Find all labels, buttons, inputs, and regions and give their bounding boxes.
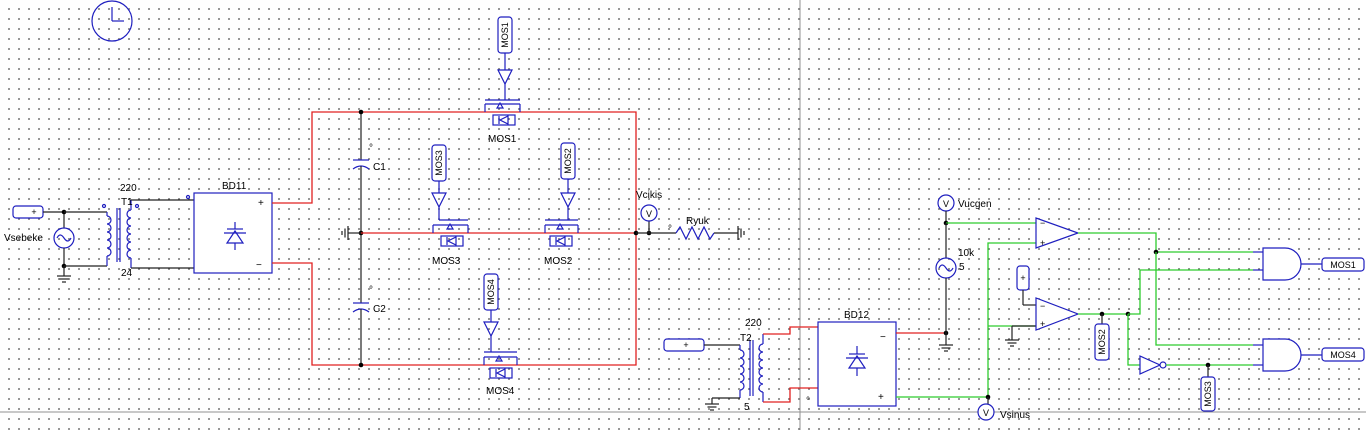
mosfet-mos2[interactable] — [544, 222, 579, 247]
svg-text:°: ° — [668, 224, 672, 235]
mos4-gate-tag: MOS4 — [486, 279, 496, 305]
bd11-minus: − — [256, 260, 262, 271]
comparator-1[interactable]: − + — [1035, 217, 1080, 249]
junction — [358, 362, 364, 368]
midpoint-ground — [341, 226, 361, 240]
plus-source-3[interactable]: + — [1016, 265, 1036, 306]
tag-mos1-output[interactable]: MOS1 — [1321, 257, 1365, 272]
svg-text:+: + — [1040, 319, 1045, 329]
t1-primary-label: 220 — [120, 183, 137, 194]
tag-mos4-output[interactable]: MOS4 — [1321, 347, 1365, 362]
gate-driver-mos3[interactable]: MOS3 — [431, 144, 468, 221]
mos1-label: MOS1 — [488, 134, 517, 145]
mos4-label: MOS4 — [486, 386, 515, 397]
bd12-label: BD12 — [844, 310, 869, 321]
bd12-plus: + — [878, 392, 884, 403]
tag-mos3-output[interactable]: MOS3 — [1200, 376, 1216, 412]
svg-text:°: ° — [369, 285, 373, 296]
transformer-t2[interactable] — [739, 334, 764, 402]
c2-label: C2 — [373, 304, 386, 315]
ground-symbol — [57, 266, 71, 283]
ryuk-label: Ryuk — [686, 216, 710, 227]
mosfet-mos1[interactable] — [484, 101, 521, 126]
plus-source-1-label: + — [31, 207, 36, 217]
and-gate-2[interactable] — [1253, 338, 1322, 372]
svg-text:V: V — [983, 408, 989, 418]
t1-label: T1 — [121, 197, 133, 208]
voltmeter-vsinus[interactable]: V — [977, 397, 995, 421]
mos3-out-tag: MOS3 — [1203, 381, 1213, 407]
plus-source-2[interactable]: + — [663, 338, 740, 352]
bd12-minus: − — [880, 332, 886, 343]
voltmeter-vucgen[interactable]: V — [937, 194, 955, 223]
transformer-t1[interactable] — [101, 200, 140, 268]
sine-amp-label: 5 — [959, 262, 965, 273]
clock-icon — [91, 0, 133, 42]
gate-driver-mos4[interactable]: MOS4 — [483, 273, 517, 353]
bd11-label: BD11 — [222, 181, 247, 192]
t1-secondary-label: 24 — [121, 268, 133, 279]
mos3-label: MOS3 — [432, 256, 461, 267]
gate-driver-mos1[interactable]: MOS1 — [485, 16, 520, 101]
comparator-2[interactable]: − + — [1035, 297, 1080, 331]
mosfet-mos3[interactable] — [432, 222, 469, 247]
t2-secondary-label: 5 — [744, 402, 750, 413]
t2-label: T2 — [740, 333, 752, 344]
mos2-out-tag: MOS2 — [1097, 329, 1107, 355]
svg-text:°: ° — [806, 396, 810, 407]
junction — [358, 109, 364, 115]
plus-source-2-label: + — [683, 340, 688, 350]
bd11-plus: + — [258, 198, 264, 209]
tag-mos2-output[interactable]: MOS2 — [1094, 323, 1110, 361]
and1-out-tag: MOS1 — [1330, 260, 1356, 270]
svg-text:V: V — [943, 199, 949, 209]
svg-text:V: V — [646, 209, 652, 219]
gate-driver-mos2[interactable]: MOS2 — [545, 142, 578, 221]
ac-source-vsebeke[interactable] — [53, 212, 75, 266]
svg-text:−: − — [1040, 301, 1045, 311]
mosfet-mos4[interactable] — [483, 354, 518, 379]
plus-source-3-label: + — [1020, 273, 1025, 283]
svg-text:+: + — [1040, 238, 1045, 248]
bridge-rectifier-bd12[interactable]: − + — [817, 321, 897, 407]
vsebeke-label: Vsebeke — [4, 233, 43, 244]
svg-text:−: − — [1040, 218, 1045, 228]
ground-symbol — [1005, 325, 1036, 347]
and-gate-1[interactable] — [1253, 247, 1322, 281]
sine-source[interactable] — [935, 223, 957, 333]
vcikis-label: Vcikis — [636, 190, 662, 201]
mos1-gate-tag: MOS1 — [500, 22, 510, 48]
vucgen-label: Vucgen — [958, 199, 992, 210]
mos2-label: MOS2 — [544, 256, 573, 267]
c1-label: C1 — [373, 162, 386, 173]
voltmeter-vcikis[interactable]: V — [640, 204, 658, 233]
vsinus-label: Vsinus — [1000, 410, 1030, 421]
mos2-gate-tag: MOS2 — [563, 148, 573, 174]
capacitor-c2[interactable] — [352, 233, 370, 365]
and2-out-tag: MOS4 — [1330, 350, 1356, 360]
capacitor-c1[interactable] — [352, 159, 370, 233]
ground-symbol — [939, 333, 953, 352]
plus-source-1[interactable]: + — [12, 205, 64, 219]
mos3-gate-tag: MOS3 — [434, 150, 444, 176]
svg-text:°: ° — [369, 143, 373, 154]
dc-bus-wire — [272, 111, 637, 366]
resistor-ryuk[interactable] — [675, 225, 745, 241]
inverter-gate[interactable] — [1139, 355, 1167, 375]
ground-symbol — [705, 397, 740, 411]
sine-freq-label: 10k — [958, 248, 975, 259]
bridge-rectifier-bd11[interactable]: + − — [193, 192, 273, 274]
t2-primary-label: 220 — [745, 318, 762, 329]
